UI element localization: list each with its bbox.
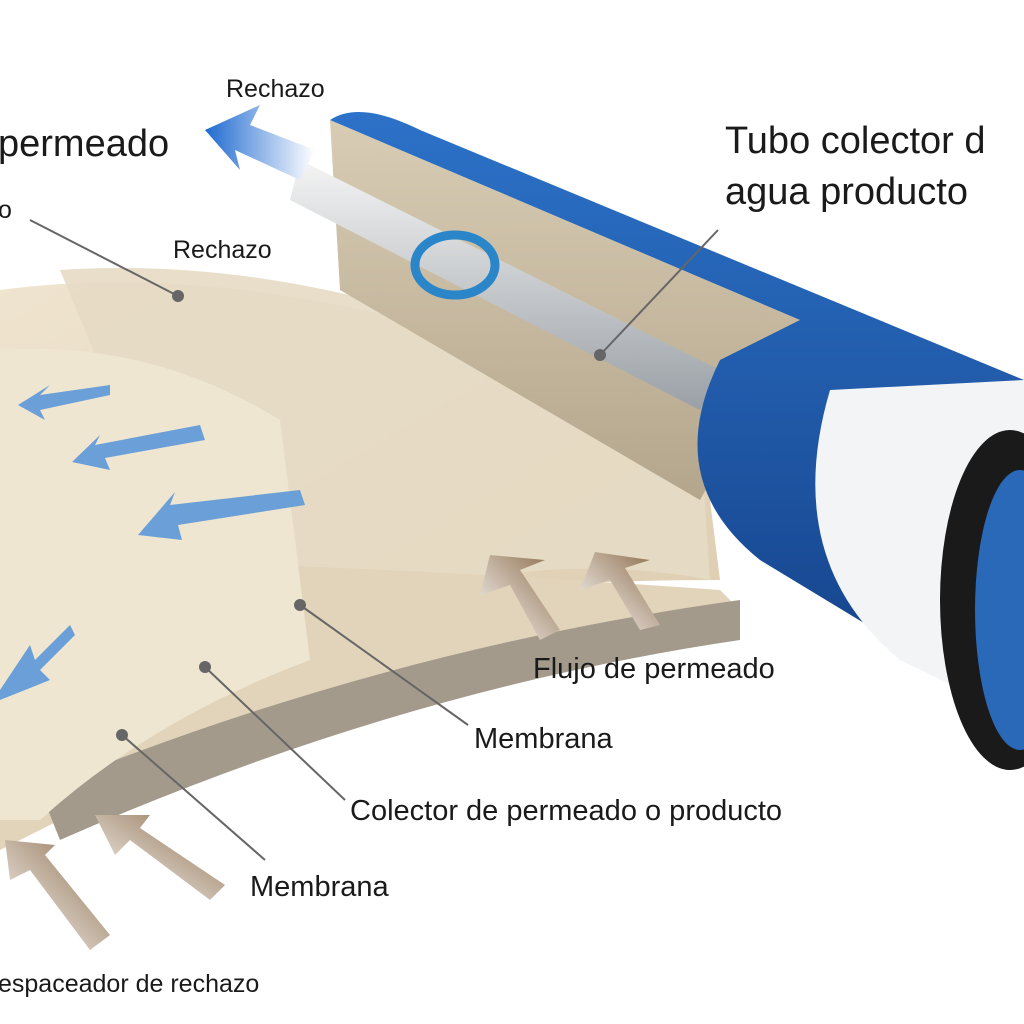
spacer-layer bbox=[40, 600, 740, 840]
label-permeado: permeado bbox=[0, 123, 170, 165]
center-pipe bbox=[290, 160, 720, 410]
membrane-front bbox=[0, 348, 310, 820]
label-tubo-line2: agua producto bbox=[725, 171, 968, 213]
feed-arrow-icon bbox=[95, 815, 225, 900]
label-espaceador: espaceador de rechazo bbox=[0, 970, 260, 998]
feed-arrow-icon bbox=[580, 552, 660, 630]
feed-arrow-icon bbox=[5, 840, 110, 950]
label-tubo-line1: Tubo colector d bbox=[725, 120, 986, 162]
label-membrana-lower: Membrana bbox=[250, 871, 389, 903]
membrane-arrow-icon bbox=[72, 425, 205, 470]
membrane-arrow-icon bbox=[18, 385, 110, 420]
membrane-arrow-icon bbox=[0, 625, 75, 700]
membrane-arrow-icon bbox=[138, 490, 305, 540]
leader-lines bbox=[29, 219, 719, 861]
permeate-out-arrow-icon bbox=[205, 105, 315, 180]
feed-arrow-icon bbox=[480, 555, 560, 640]
label-rechazo-top: Rechazo bbox=[226, 75, 325, 103]
label-flujo-permeado: Flujo de permeado bbox=[533, 653, 775, 685]
rotation-arrow-icon bbox=[410, 230, 500, 300]
label-colector: Colector de permeado o producto bbox=[350, 795, 783, 827]
end-cap-inner bbox=[975, 470, 1024, 750]
label-membrana-upper: Membrana bbox=[474, 723, 613, 755]
label-rechazo-bottom: Rechazo bbox=[173, 236, 272, 264]
label-left-partial: o bbox=[0, 196, 12, 224]
